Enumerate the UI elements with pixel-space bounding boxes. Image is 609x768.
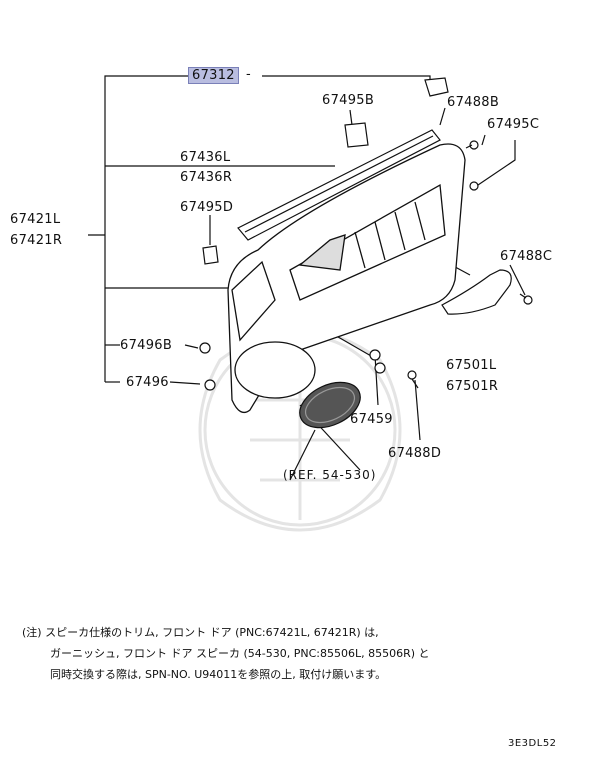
grab-handle (441, 269, 512, 315)
dash: - (246, 67, 251, 82)
note-line-3: 同時交換する際は, SPN-NO. U94011を参照の上, 取付け願います。 (50, 668, 387, 681)
part-label-67495b[interactable]: 67495B (322, 93, 375, 108)
part-label-67496b[interactable]: 67496B (120, 338, 173, 353)
part-label-67488d[interactable]: 67488D (388, 446, 442, 461)
screw-67488d (407, 370, 419, 389)
clip-67312 (424, 77, 449, 97)
part-label-67488c[interactable]: 67488C (500, 249, 553, 264)
part-label-67421l[interactable]: 67421L (10, 212, 61, 227)
clip-67459 (369, 349, 386, 374)
part-label-67501r[interactable]: 67501R (446, 379, 499, 394)
speaker-grille (299, 381, 361, 429)
part-label-67421r[interactable]: 67421R (10, 233, 63, 248)
screw-67488b (465, 140, 479, 150)
clip-67496 (204, 379, 216, 391)
clip-67496b (199, 342, 211, 354)
note-line-2: ガーニッシュ, フロント ドア スピーカ (54-530, PNC:85506L… (50, 647, 430, 660)
speaker-reference-label[interactable]: (REF. 54-530) (283, 468, 377, 482)
clip-67495b (344, 122, 369, 148)
note-line-1: (注) スピーカ仕様のトリム, フロント ドア (PNC:67421L, 674… (22, 626, 379, 639)
part-label-67459[interactable]: 67459 (350, 412, 393, 427)
part-label-67496[interactable]: 67496 (126, 375, 169, 390)
clip-67495c (469, 181, 479, 191)
clip-67495d (202, 245, 219, 265)
part-label-67312[interactable]: 67312 (188, 67, 239, 84)
part-label-67436l[interactable]: 67436L (180, 150, 231, 165)
part-label-67495c[interactable]: 67495C (487, 117, 540, 132)
part-label-67495d[interactable]: 67495D (180, 200, 234, 215)
part-label-67501l[interactable]: 67501L (446, 358, 497, 373)
weatherstrip (237, 129, 441, 241)
door-trim-panel (227, 143, 466, 414)
part-label-67436r[interactable]: 67436R (180, 170, 233, 185)
diagram-code: 3E3DL52 (508, 738, 557, 749)
screw-67488c (519, 293, 533, 305)
part-label-67488b[interactable]: 67488B (447, 95, 500, 110)
